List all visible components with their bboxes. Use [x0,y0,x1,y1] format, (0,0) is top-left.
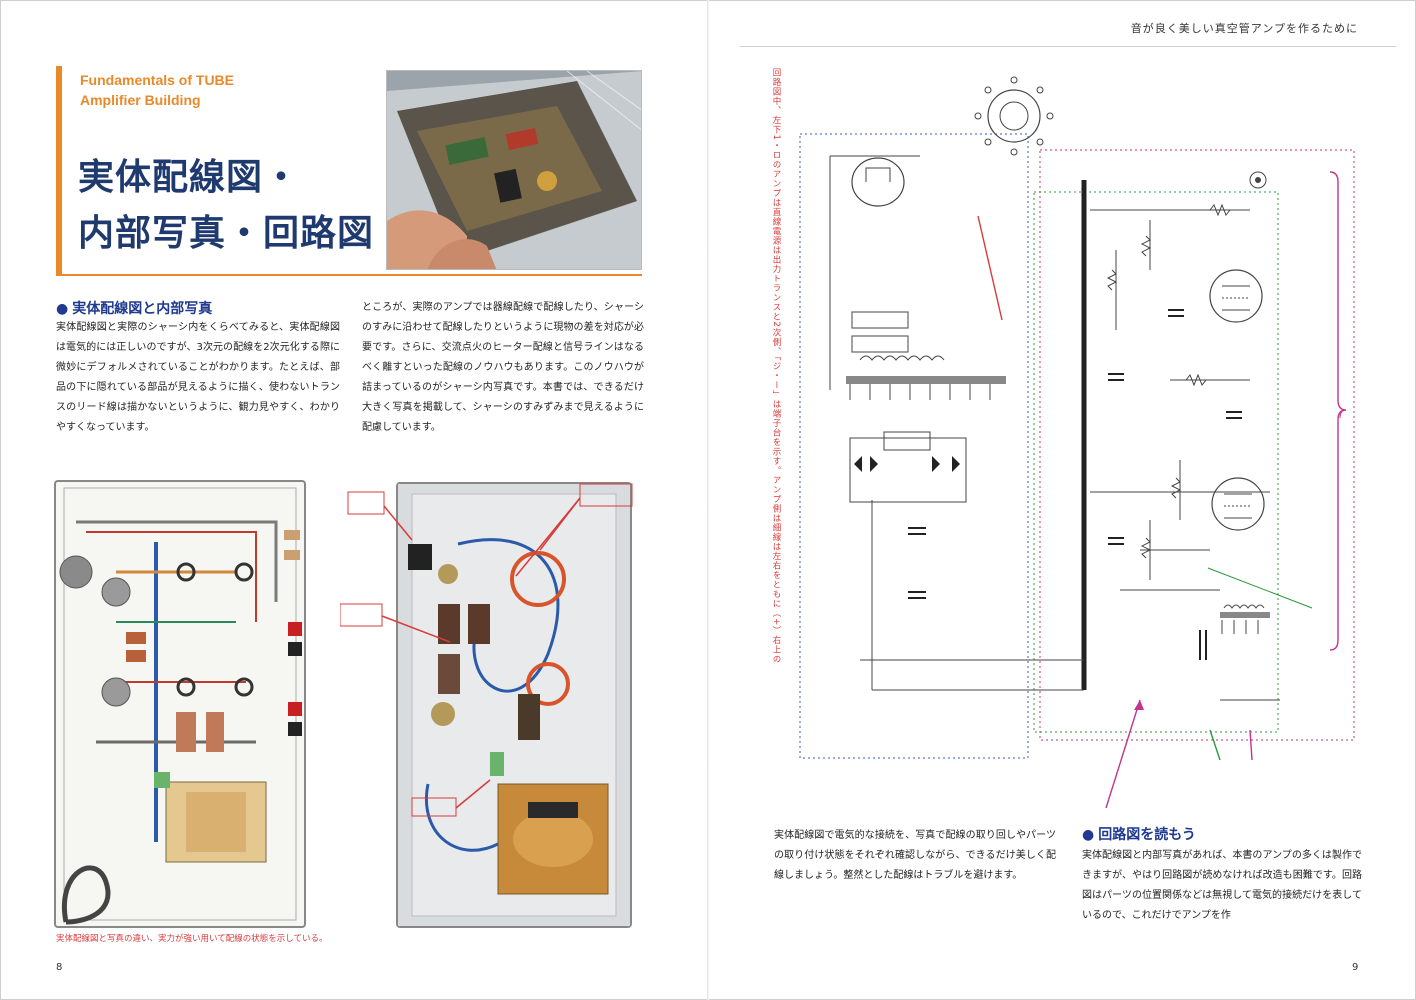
circuit-schematic [799,76,1355,809]
page-title-line1: 実体配線図・ [78,157,301,198]
bullet-icon: ● [56,301,69,317]
gutter [707,0,709,1000]
running-rule [740,46,1396,47]
soldering-photo [386,70,642,270]
paragraph-wiring-left: 実体配線図と実際のシャーシ内をくらべてみると、実体配線図は電気的には正しいのです… [56,322,340,433]
section-heading-text: 実体配線図と内部写真 [72,301,213,317]
running-head: 音が良く美しい真空管アンプを作るために [1130,22,1358,35]
paragraph-read-circuit: 実体配線図と内部写真があれば、本書のアンプの多くは製作できますが、やはり回路図が… [1082,850,1362,921]
title-box [56,66,642,276]
photo-callouts [340,483,633,817]
drawing-caption: 実体配線図と写真の違い、実力が強い用いて配線の状態を示している。 [56,934,328,944]
page-title-line2: 内部写真・回路図 [78,213,375,254]
title-accent-bar [56,66,62,276]
circuit-side-note: 回路図中、左下1・ロのアンプは直線電源は出力トランスと2次側、「ジ・ー」は端子台… [771,68,781,665]
section-heading-wiring: ●実体配線図と内部写真 [56,298,212,318]
internal-photo [396,482,632,928]
section-heading-circuit-text: 回路図を読もう [1098,827,1196,843]
section-heading-circuit: ●回路図を読もう [1082,824,1196,844]
paragraph-wiring-right: ところが、実際のアンプでは器線配線で配線したり、シャーシのすみに沿わせて配線した… [362,302,644,433]
page-title: 実体配線図・ 内部写真・回路図 [78,150,398,262]
title-kicker: Fundamentals of TUBE Amplifier Building [80,72,235,108]
page-number-left: 8 [56,962,63,973]
bullet-icon: ● [1082,827,1095,843]
wiring-diagram [54,480,306,928]
paragraph-circuit: 実体配線図で電気的な接続を、写真で配線の取り回しやパーツの取り付け状態をそれぞれ… [774,830,1056,881]
page-number-right: 9 [1352,962,1359,973]
